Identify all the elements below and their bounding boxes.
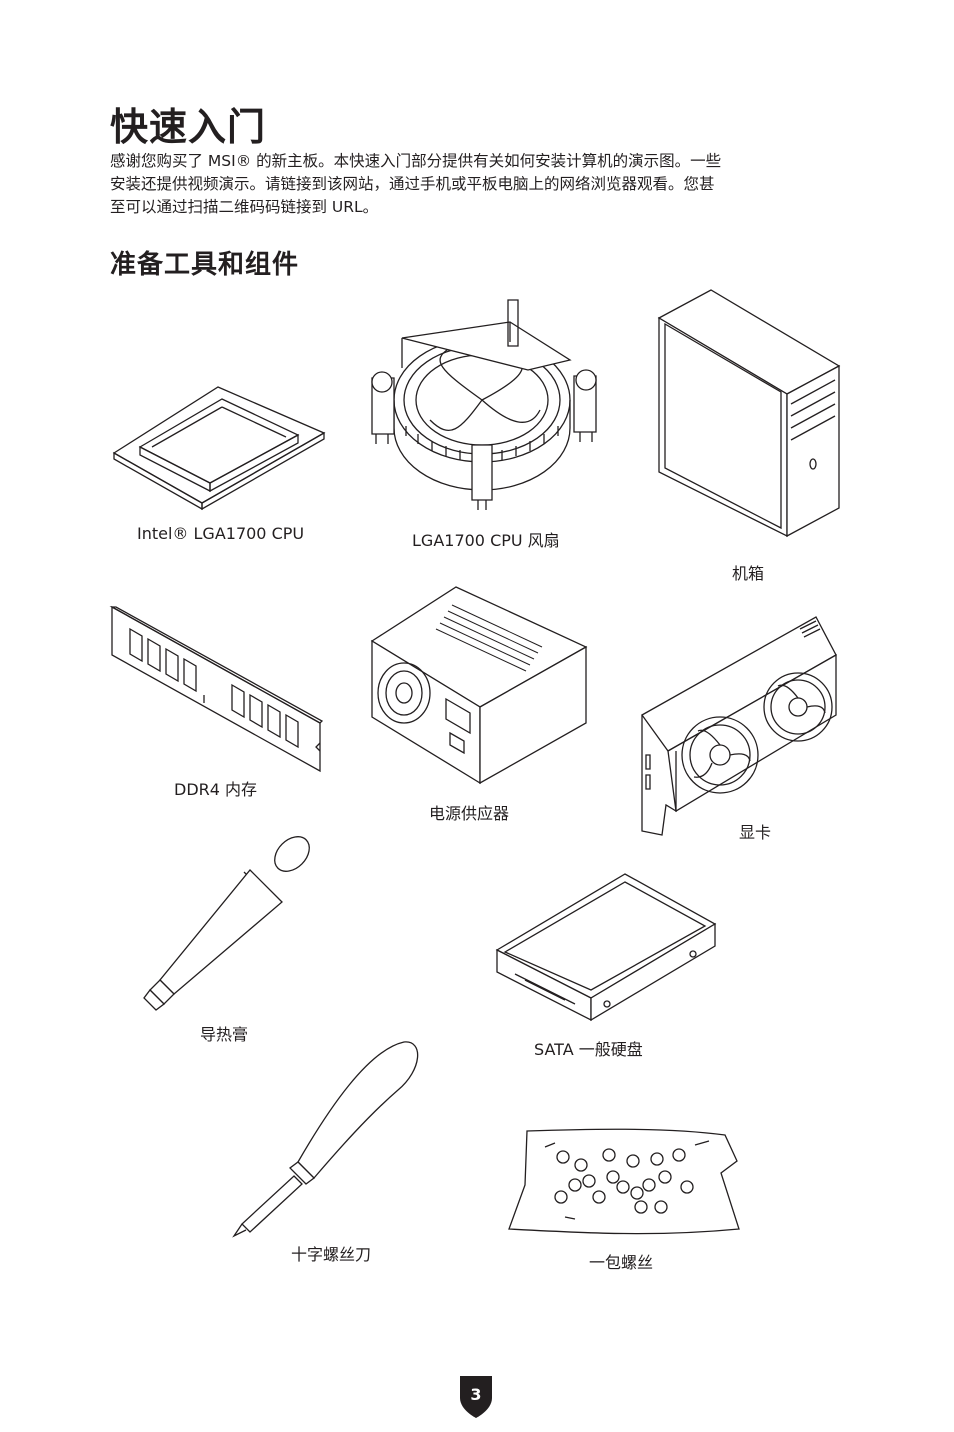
component-screwdriver: 十字螺丝刀 [228, 1040, 428, 1265]
psu-icon [368, 585, 590, 785]
psu-label: 电源供应器 [429, 804, 510, 823]
intro-paragraph: 感谢您购买了 MSI® 的新主板。本快速入门部分提供有关如何安装计算机的演示图。… [110, 150, 850, 219]
intro-line: 至可以通过扫描二维码码链接到 URL。 [110, 198, 379, 216]
component-screws: 一包螺丝 [505, 1125, 745, 1275]
component-gpu: 显卡 [632, 615, 850, 850]
screws-icon [505, 1125, 745, 1240]
component-cpu-fan: LGA1700 CPU 风扇 [360, 300, 610, 550]
cpu-fan-label: LGA1700 CPU 风扇 [412, 531, 560, 550]
graphics-card-icon [632, 615, 850, 840]
screwdriver-icon [228, 1040, 428, 1240]
page-title: 快速入门 [110, 105, 267, 149]
cpu-label: Intel® LGA1700 CPU [137, 524, 305, 543]
thermal-paste-icon [140, 830, 320, 1010]
intro-line: 安装还提供视频演示。请链接到该网站，通过手机或平板电脑上的网络浏览器观看。您甚 [110, 175, 715, 193]
cpu-fan-icon [360, 300, 610, 515]
component-hdd: SATA 一般硬盘 [495, 870, 720, 1065]
component-chassis: 机箱 [655, 288, 845, 588]
ram-icon [108, 605, 326, 775]
component-cpu: Intel® LGA1700 CPU [110, 385, 330, 543]
chassis-label: 机箱 [732, 564, 765, 583]
gpu-label: 显卡 [739, 823, 772, 842]
ram-label: DDR4 内存 [174, 780, 258, 799]
component-thermal-paste: 导热膏 [140, 830, 320, 1045]
page-number-badge: 3 [456, 1374, 496, 1420]
page-number: 3 [470, 1385, 482, 1404]
shield-icon [460, 1376, 492, 1418]
intro-line: 感谢您购买了 MSI® 的新主板。本快速入门部分提供有关如何安装计算机的演示图。… [110, 152, 722, 170]
thermal-paste-label: 导热膏 [200, 1025, 249, 1044]
hard-disk-icon [495, 870, 720, 1030]
component-ram: DDR4 内存 [108, 605, 326, 805]
hdd-label: SATA 一般硬盘 [534, 1040, 643, 1059]
screwdriver-label: 十字螺丝刀 [291, 1245, 372, 1264]
section-title: 准备工具和组件 [110, 250, 300, 280]
cpu-icon [110, 385, 330, 515]
component-psu: 电源供应器 [368, 585, 590, 830]
chassis-icon [655, 288, 845, 538]
screws-label: 一包螺丝 [589, 1253, 654, 1272]
